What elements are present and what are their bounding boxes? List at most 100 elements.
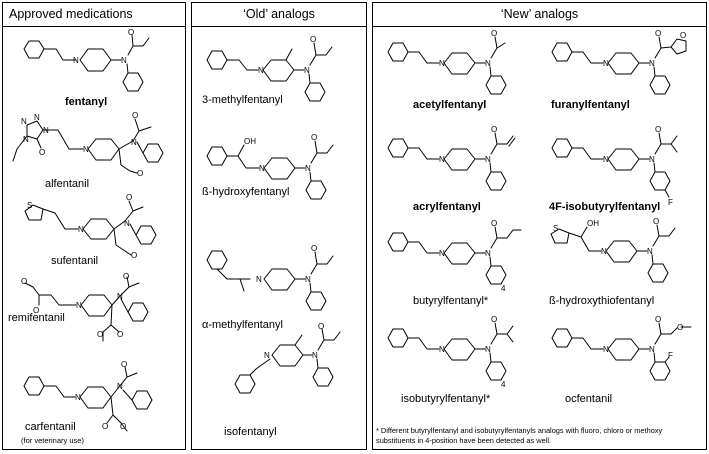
footnote-line-1: * Different butyrylfentanyl and isobutyr… <box>376 426 663 435</box>
methylfentanyl-3-structure: N N O <box>206 35 333 102</box>
svg-text:O: O <box>311 133 317 142</box>
isofentanyl-entry: N N O isofentanyl <box>192 322 368 449</box>
svg-text:O: O <box>491 219 497 228</box>
svg-text:N: N <box>485 345 491 354</box>
svg-text:N: N <box>603 59 609 68</box>
svg-text:O: O <box>655 125 661 134</box>
fentanyl-structure: N N O <box>23 28 150 92</box>
svg-text:O: O <box>655 29 661 38</box>
approved-medications-header: Approved medications <box>3 3 185 27</box>
svg-text:N: N <box>43 126 49 135</box>
butyrylfentanyl-entry: N N O 4 butyrylfentanyl* <box>373 219 541 317</box>
isobutyrylfentanyl-entry: N N O 4 isobutyrylfentanyl* <box>373 315 541 413</box>
svg-text:O: O <box>128 28 134 37</box>
svg-text:N: N <box>649 155 655 164</box>
svg-text:O: O <box>655 315 661 324</box>
alpha-methylfentanyl-entry: N N O α-methylfentanyl <box>192 237 368 341</box>
svg-text:N: N <box>603 155 609 164</box>
new-analogs-header: ‘New’ analogs <box>373 3 706 27</box>
svg-text:OH: OH <box>587 219 599 228</box>
fentanyl-entry: N N O fentanyl <box>3 28 187 111</box>
alfentanil-entry: N N N N O N N O O alfentanil <box>3 111 187 193</box>
footnote-line-2: substituents in 4-position have been det… <box>376 436 552 445</box>
svg-text:N: N <box>117 292 123 301</box>
hydroxythiofentanyl-structure: S OH N N O <box>550 217 676 283</box>
alpha-methylfentanyl-structure: N N O <box>206 244 334 311</box>
svg-text:O: O <box>97 330 103 339</box>
hydroxyfentanyl-structure: OH N N O <box>206 133 334 200</box>
svg-text:N: N <box>23 135 29 144</box>
hydroxyfentanyl-entry: OH N N O ß-hydroxyfentanyl <box>192 133 368 237</box>
methylfentanyl-3-entry: N N O 3-methylfentanyl <box>192 29 368 133</box>
svg-text:O: O <box>137 169 143 178</box>
alfentanil-label: alfentanil <box>45 178 90 190</box>
svg-text:4: 4 <box>501 284 506 293</box>
butyrylfentanyl-label: butyrylfentanyl* <box>413 295 489 307</box>
svg-text:O: O <box>117 330 123 339</box>
alpha-methylfentanyl-label: α-methylfentanyl <box>202 319 283 331</box>
svg-text:N: N <box>304 66 310 75</box>
svg-text:N: N <box>73 56 79 65</box>
f-isobutyrylfentanyl-structure: N N O F <box>551 125 678 207</box>
svg-text:O: O <box>653 217 659 226</box>
svg-text:N: N <box>649 345 655 354</box>
butyrylfentanyl-structure: N N O 4 <box>387 219 522 293</box>
svg-text:O: O <box>120 422 126 431</box>
svg-text:O: O <box>310 35 316 44</box>
acrylfentanyl-label: acrylfentanyl <box>413 201 481 213</box>
svg-text:O: O <box>39 148 45 157</box>
svg-text:N: N <box>83 145 89 154</box>
svg-text:S: S <box>27 201 32 210</box>
acrylfentanyl-entry: N N O acrylfentanyl <box>373 125 541 221</box>
svg-text:OH: OH <box>244 137 256 146</box>
fentanyl-label: fentanyl <box>65 96 108 108</box>
acetylfentanyl-label: acetylfentanyl <box>413 99 487 111</box>
svg-text:O: O <box>680 31 686 40</box>
svg-text:O: O <box>132 111 138 120</box>
furanylfentanyl-label: furanylfentanyl <box>551 99 630 111</box>
isobutyrylfentanyl-structure: N N O 4 <box>387 315 514 389</box>
svg-text:S: S <box>553 224 558 233</box>
svg-text:O: O <box>126 193 132 202</box>
svg-text:N: N <box>78 225 84 234</box>
svg-text:O: O <box>123 272 129 281</box>
old-analogs-panel: ‘Old’ analogs N N O 3-methylfentanyl <box>191 2 367 450</box>
old-analogs-header: ‘Old’ analogs <box>192 3 366 27</box>
acetylfentanyl-entry: N N O acetylfentanyl <box>373 29 541 125</box>
new-analogs-panel: ‘New’ analogs N N O acetylfentanyl <box>372 2 707 450</box>
svg-text:N: N <box>305 275 311 284</box>
svg-text:O: O <box>311 244 317 253</box>
remifentanil-label: remifentanil <box>8 312 65 324</box>
svg-text:O: O <box>491 125 497 134</box>
svg-text:N: N <box>485 249 491 258</box>
svg-text:N: N <box>264 351 270 360</box>
furanylfentanyl-entry: N N O O furanylfentanyl <box>541 29 708 125</box>
ocfentanil-structure: N N O O F <box>551 315 692 381</box>
hydroxythiofentanyl-label: ß-hydroxythiofentanyl <box>549 295 655 307</box>
svg-text:N: N <box>256 275 262 284</box>
approved-medications-panel: Approved medications N N O fentanyl <box>2 2 186 450</box>
svg-text:N: N <box>305 164 311 173</box>
svg-text:O: O <box>491 315 497 324</box>
svg-text:F: F <box>668 351 673 360</box>
svg-text:O: O <box>491 29 497 38</box>
alfentanil-structure: N N N N O N N O O <box>12 111 164 178</box>
isofentanyl-label: isofentanyl <box>224 426 277 438</box>
svg-text:O: O <box>33 306 39 315</box>
ocfentanil-entry: N N O O F ocfentanil <box>541 315 708 413</box>
svg-text:4: 4 <box>501 380 506 389</box>
svg-text:N: N <box>121 56 127 65</box>
svg-text:N: N <box>439 155 445 164</box>
svg-text:O: O <box>21 277 27 286</box>
sufentanil-label: sufentanil <box>51 255 99 267</box>
svg-text:N: N <box>76 301 82 310</box>
sufentanil-entry: S N N O O sufentanil <box>3 193 187 275</box>
acetylfentanyl-structure: N N O <box>387 29 507 95</box>
acrylfentanyl-structure: N N O <box>387 125 516 191</box>
svg-text:N: N <box>75 393 81 402</box>
remifentanil-structure: O O N N O O O <box>21 272 149 342</box>
svg-text:F: F <box>668 198 673 207</box>
furanylfentanyl-structure: N N O O <box>551 29 687 95</box>
svg-text:N: N <box>601 247 607 256</box>
svg-text:O: O <box>102 422 108 431</box>
